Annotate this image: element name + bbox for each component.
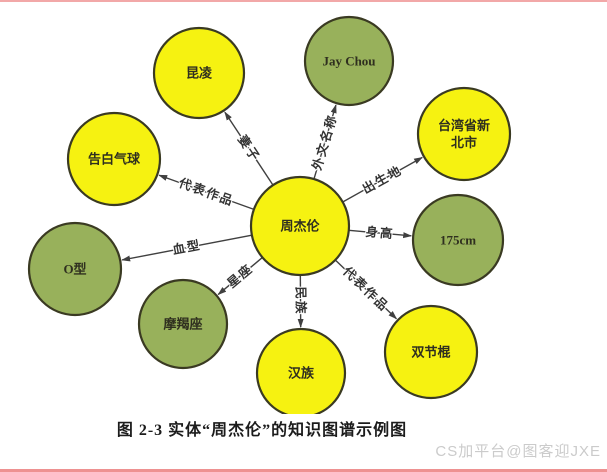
svg-text:周杰伦: 周杰伦	[280, 219, 320, 234]
graph-node-mojiezuo: 摩羯座	[137, 278, 229, 370]
svg-text:昆凌: 昆凌	[186, 66, 213, 81]
graph-node-height175: 175cm	[411, 193, 505, 287]
graph-node-shuangjiegun: 双节棍	[383, 304, 479, 400]
edge-label-gaobaiqiqiu: 代表作品	[176, 175, 237, 209]
graph-edge-kunling	[224, 111, 274, 186]
graph-edge-xinbeishi	[342, 156, 424, 203]
graph-node-jaychou: Jay Chou	[303, 15, 395, 107]
svg-text:175cm: 175cm	[440, 233, 476, 248]
graph-node-kunling: 昆凌	[152, 26, 246, 120]
edge-label-shuangjiegun: 代表作品	[339, 263, 392, 315]
edge-label-jaychou: 外文名称	[309, 112, 340, 173]
graph-edge-mojiezuo	[217, 256, 263, 296]
graph-edge-jaychou	[313, 104, 337, 180]
svg-text:汉族: 汉族	[288, 366, 315, 381]
top-border-line	[0, 0, 607, 2]
edge-label-mojiezuo: 星座	[224, 261, 256, 291]
edge-label-height175: 身高	[365, 224, 395, 242]
graph-node-hanzu: 汉族	[255, 327, 347, 414]
svg-text:告白气球: 告白气球	[88, 152, 141, 167]
knowledge-graph-svg: 妻子外文名称出生地身高代表作品民族星座血型代表作品周杰伦昆凌Jay Chou台湾…	[27, 15, 512, 414]
graph-node-gaobaiqiqiu: 告白气球	[66, 111, 162, 207]
edge-label-kunling: 妻子	[235, 132, 264, 164]
watermark-text: CS加平台@图客迎JXE	[435, 443, 601, 460]
graph-edge-gaobaiqiqiu	[158, 174, 255, 211]
graph-node-xinbeishi: 台湾省新北市	[416, 86, 512, 182]
svg-text:O型: O型	[63, 262, 86, 277]
graph-edge-height175	[348, 229, 413, 239]
graph-edge-oxing	[121, 234, 253, 262]
svg-text:双节棍: 双节棍	[411, 345, 450, 360]
graph-edge-shuangjiegun	[334, 259, 398, 320]
svg-text:摩羯座: 摩羯座	[163, 317, 202, 332]
graph-node-zhoujielun: 周杰伦	[249, 175, 351, 277]
edge-label-hanzu: 民族	[293, 286, 308, 315]
svg-text:Jay Chou: Jay Chou	[322, 54, 375, 69]
bottom-border-line	[0, 469, 607, 472]
figure-caption: 图 2-3 实体“周杰伦”的知识图谱示例图	[116, 422, 408, 439]
svg-text:台湾省新北市: 台湾省新北市	[438, 118, 490, 150]
edge-label-oxing: 血型	[171, 237, 202, 257]
graph-node-oxing: O型	[27, 221, 123, 317]
edge-label-xinbeishi: 出生地	[360, 162, 405, 196]
